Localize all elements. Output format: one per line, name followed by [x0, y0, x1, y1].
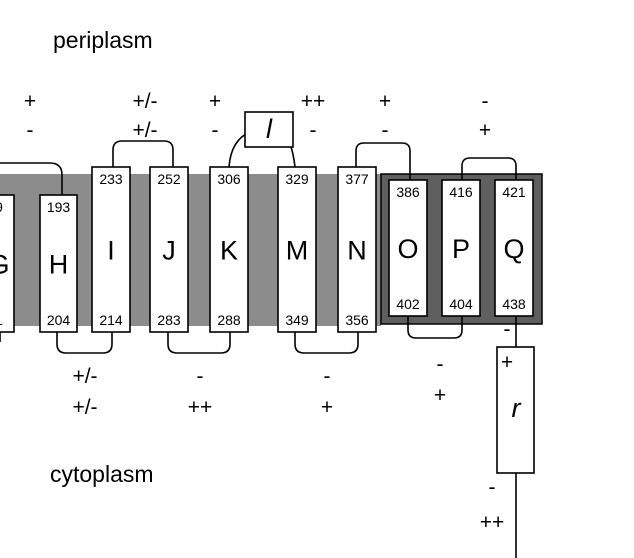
- cytoplasm-sign-3-upper: -: [324, 365, 331, 388]
- cytoplasm-label: cytoplasm: [50, 461, 154, 487]
- helix-o-letter: O: [397, 234, 418, 264]
- cytoplasm-sign-2-upper: -: [197, 365, 204, 388]
- periplasm-loop-p-q: [461, 157, 517, 180]
- cytoplasm-loop-h-i: [56, 332, 113, 354]
- helix-j: 252 J 283: [149, 166, 189, 333]
- helix-j-box: [149, 166, 189, 333]
- periplasm-sign-2-lower: +/-: [132, 119, 157, 142]
- helix-g-top-number: 9: [0, 199, 3, 215]
- cytoplasm-sign-3-lower: +: [321, 396, 333, 419]
- helix-q-letter: Q: [503, 234, 524, 264]
- periplasm-sign-4-lower: -: [310, 119, 317, 142]
- helix-p-top-number: 416: [449, 184, 473, 200]
- helix-k-bottom-number: 288: [217, 312, 241, 328]
- periplasm-label: periplasm: [53, 27, 153, 53]
- l-segment-label: l: [266, 114, 273, 144]
- helix-q-bottom-number: 438: [502, 296, 526, 312]
- helix-k-box: [209, 166, 249, 333]
- helix-group: 9 G 1 193 H 204 233 I 214 252 J 283 306 …: [0, 166, 534, 333]
- periplasm-sign-4-upper: ++: [301, 90, 326, 113]
- cytoplasm-loop-o-p: [407, 316, 463, 339]
- helix-j-bottom-number: 283: [157, 312, 181, 328]
- helix-o: 386 O 402: [388, 179, 428, 317]
- helix-q: 421 Q 438: [494, 179, 534, 317]
- cytoplasm-sign-4-lower: +: [434, 384, 446, 407]
- helix-p-bottom-number: 404: [449, 296, 473, 312]
- helix-p-letter: P: [452, 234, 470, 264]
- periplasm-sign-1-upper: +: [24, 90, 36, 113]
- cytoplasm-sign-4-upper: -: [437, 353, 444, 376]
- helix-h: 193 H 204: [39, 194, 78, 333]
- r-sign-bottom-plus: ++: [480, 511, 505, 534]
- helix-n: 377 N 356: [337, 166, 377, 333]
- helix-h-top-number: 193: [47, 199, 71, 215]
- periplasm-sign-1-lower: -: [27, 119, 34, 142]
- helix-h-bottom-number: 204: [47, 312, 71, 328]
- cytoplasm-loop-m-n: [294, 332, 359, 354]
- cytoplasm-sign-1-upper: +/-: [72, 365, 97, 388]
- r-sign-top-minus: -: [504, 318, 511, 341]
- helix-m: 329 M 349: [277, 166, 317, 333]
- helix-n-bottom-number: 356: [345, 312, 369, 328]
- periplasm-sign-6-lower: +: [479, 119, 491, 142]
- helix-k: 306 K 288: [209, 166, 249, 333]
- r-sign-bottom-minus: -: [489, 476, 496, 499]
- periplasm-loop-n-o: [355, 142, 411, 180]
- helix-g-box: [0, 194, 15, 333]
- helix-m-box: [277, 166, 317, 333]
- helix-g-bottom-number: 1: [0, 312, 3, 328]
- helix-h-letter: H: [49, 250, 69, 280]
- cytoplasm-sign-1-lower: +/-: [72, 396, 97, 419]
- helix-m-bottom-number: 349: [285, 312, 309, 328]
- periplasm-sign-2-upper: +/-: [132, 90, 157, 113]
- helix-m-letter: M: [286, 236, 309, 266]
- r-segment-box: [496, 346, 535, 474]
- periplasm-sign-5-upper: +: [379, 90, 391, 113]
- helix-k-top-number: 306: [217, 171, 241, 187]
- helix-o-box: [388, 179, 428, 317]
- helix-g-letter: G: [0, 250, 10, 280]
- periplasm-sign-6-upper: -: [482, 90, 489, 113]
- periplasm-sign-3-lower: -: [212, 119, 219, 142]
- helix-n-box: [337, 166, 377, 333]
- helix-i-box: [91, 166, 131, 333]
- helix-o-bottom-number: 402: [396, 296, 420, 312]
- periplasm-loop-g-h: [0, 162, 63, 197]
- helix-h-box: [39, 194, 78, 333]
- helix-p-box: [441, 179, 481, 317]
- helix-o-top-number: 386: [396, 184, 420, 200]
- helix-n-top-number: 377: [345, 171, 369, 187]
- helix-j-top-number: 252: [157, 171, 181, 187]
- helix-g: 9 G 1: [0, 194, 15, 333]
- helix-i: 233 I 214: [91, 166, 131, 333]
- helix-q-top-number: 421: [502, 184, 526, 200]
- helix-i-top-number: 233: [99, 171, 123, 187]
- helix-i-letter: I: [107, 236, 115, 266]
- helix-p: 416 P 404: [441, 179, 481, 317]
- r-sign-top-plus: +: [501, 351, 513, 374]
- helix-j-letter: J: [162, 236, 176, 266]
- periplasm-sign-3-upper: +: [209, 90, 221, 113]
- cytoplasm-loop-j-k: [167, 332, 231, 354]
- periplasm-loop-i-j: [112, 140, 174, 167]
- helix-i-bottom-number: 214: [99, 312, 123, 328]
- helix-n-letter: N: [347, 236, 367, 266]
- helix-m-top-number: 329: [285, 171, 309, 187]
- periplasm-sign-5-lower: -: [382, 119, 389, 142]
- cytoplasm-sign-2-lower: ++: [188, 396, 213, 419]
- l-segment-box: [244, 111, 294, 148]
- helix-k-letter: K: [220, 236, 238, 266]
- helix-q-box: [494, 179, 534, 317]
- r-segment-label: r: [512, 393, 522, 423]
